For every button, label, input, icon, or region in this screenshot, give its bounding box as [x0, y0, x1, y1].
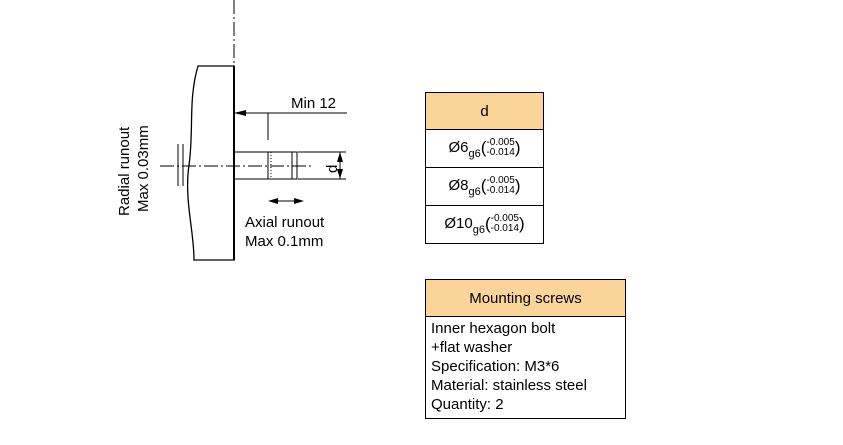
- shaft-diameter-row: Ø10g6(-0.005-0.014): [425, 205, 544, 244]
- fit-class: g6: [468, 185, 481, 198]
- diameter-size: Ø6: [448, 138, 469, 156]
- shaft-diameter-table: d Ø6g6(-0.005-0.014) Ø8g6(-0.005-0.014) …: [425, 92, 544, 244]
- lower-deviation: -0.014: [490, 222, 519, 234]
- upper-deviation: -0.005: [486, 136, 515, 148]
- flange-body: [186, 65, 235, 261]
- min-length-arrow: [234, 110, 246, 116]
- paren-close: ): [514, 137, 521, 157]
- upper-deviation: -0.005: [490, 212, 519, 224]
- paren-open: (: [480, 175, 487, 195]
- lower-deviation: -0.014: [486, 184, 515, 196]
- shaft-diameter-header: d: [425, 92, 544, 130]
- shaft-diameter-row: Ø8g6(-0.005-0.014): [425, 167, 544, 206]
- min-length-label: Min 12: [291, 95, 337, 112]
- fit-class: g6: [468, 147, 481, 160]
- axial-arrow-right: [294, 198, 304, 204]
- mounting-screws-details: Inner hexagon bolt +flat washer Specific…: [425, 316, 626, 419]
- paren-close: ): [514, 175, 521, 195]
- screw-washer: +flat washer: [431, 339, 513, 356]
- diameter-size: Ø10: [444, 214, 473, 232]
- screw-specification: Specification: M3*6: [431, 358, 560, 375]
- shaft-diameter-row: Ø6g6(-0.005-0.014): [425, 129, 544, 168]
- axial-runout-label: Axial runout: [245, 214, 325, 231]
- mounting-screws-table: Mounting screws Inner hexagon bolt +flat…: [425, 279, 626, 419]
- screw-material: Material: stainless steel: [431, 377, 587, 394]
- paren-close: ): [518, 213, 525, 233]
- paren-open: (: [484, 213, 491, 233]
- axial-runout-value: Max 0.1mm: [245, 233, 324, 250]
- radial-runout-label: Radial runout: [116, 126, 133, 216]
- fit-class: g6: [472, 223, 485, 236]
- lower-deviation: -0.014: [486, 146, 515, 158]
- screw-type: Inner hexagon bolt: [431, 320, 556, 337]
- diameter-size: Ø8: [448, 176, 469, 194]
- screw-quantity: Quantity: 2: [431, 396, 504, 413]
- mounting-screws-header: Mounting screws: [425, 279, 626, 317]
- upper-deviation: -0.005: [486, 174, 515, 186]
- paren-open: (: [480, 137, 487, 157]
- radial-runout-value: Max 0.03mm: [135, 125, 152, 212]
- d-arrow-top: [337, 152, 343, 162]
- d-dimension-label: d: [324, 164, 341, 173]
- d-arrow-bottom: [337, 169, 343, 179]
- axial-arrow-left: [268, 198, 278, 204]
